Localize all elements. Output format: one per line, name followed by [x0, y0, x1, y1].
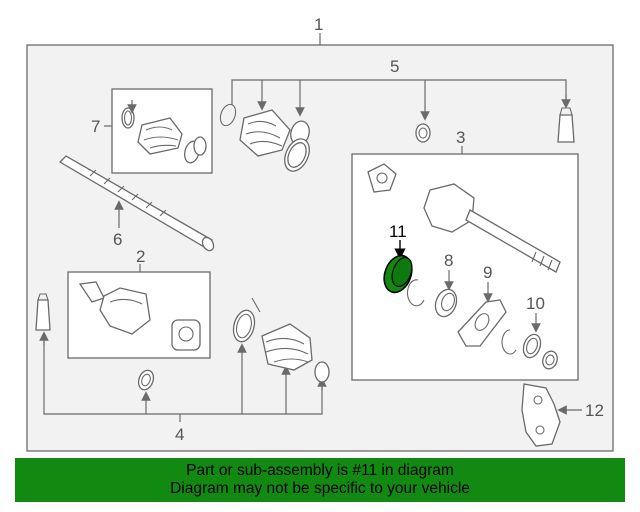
boot-kit-7[interactable]: [121, 100, 207, 164]
banner-line-2: Diagram may not be specific to your vehi…: [170, 480, 470, 497]
callout-1[interactable]: 1: [314, 15, 323, 34]
seal-11-highlighted[interactable]: [379, 252, 416, 297]
inner-joint-3[interactable]: [367, 163, 561, 273]
axle-shaft-6[interactable]: [58, 155, 216, 253]
info-banner: Part or sub-assembly is #11 in diagram D…: [15, 458, 625, 502]
callout-2[interactable]: 2: [136, 247, 145, 266]
bearing-8[interactable]: [406, 279, 460, 320]
washer-10[interactable]: [501, 329, 560, 371]
boot-kit-4[interactable]: [35, 293, 330, 392]
outer-joint-2[interactable]: [78, 281, 201, 351]
callout-12[interactable]: 12: [585, 401, 604, 420]
callout-9[interactable]: 9: [483, 263, 492, 282]
callout-7[interactable]: 7: [91, 117, 100, 136]
callout-10[interactable]: 10: [526, 294, 545, 313]
callout-3[interactable]: 3: [456, 128, 465, 147]
callout-4[interactable]: 4: [175, 425, 184, 444]
banner-line-1: Part or sub-assembly is #11 in diagram: [186, 462, 454, 479]
bracket-12[interactable]: [521, 383, 561, 447]
bracket-9[interactable]: [457, 299, 507, 347]
boot-kit-5[interactable]: [218, 102, 575, 175]
parts-diagram: 1 5 7 6 2: [26, 15, 614, 452]
callout-6[interactable]: 6: [113, 230, 122, 249]
callout-11[interactable]: 11: [389, 222, 407, 241]
callout-8[interactable]: 8: [444, 251, 453, 270]
callout-5[interactable]: 5: [390, 57, 399, 76]
